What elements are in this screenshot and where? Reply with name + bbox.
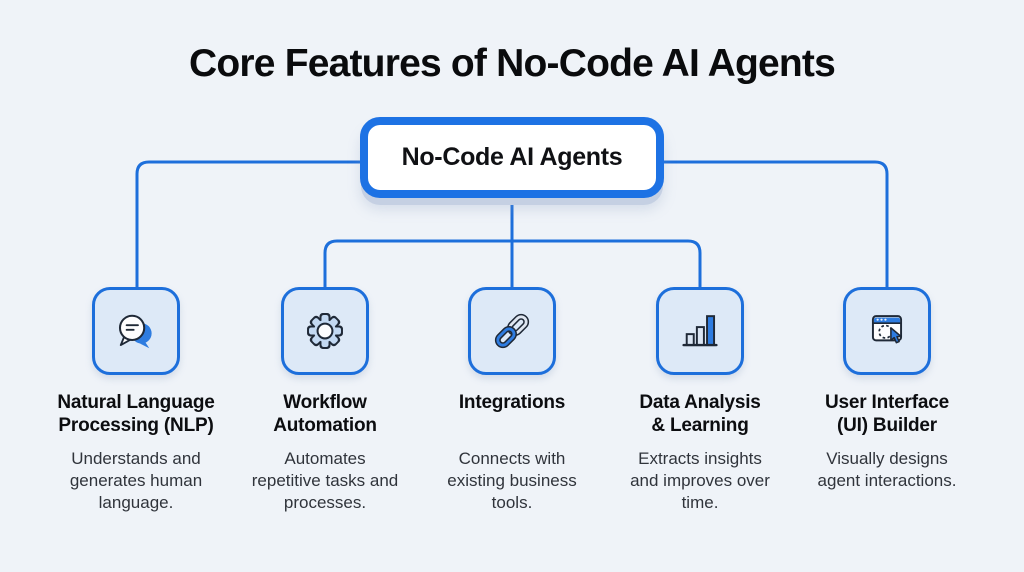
chain-link-icon bbox=[494, 313, 530, 349]
feature-integrations: Integrations Connects with existing busi… bbox=[417, 287, 607, 514]
feature-ui-builder: User Interface (UI) Builder Visually des… bbox=[792, 287, 982, 492]
feature-description: Understands and generates human language… bbox=[69, 449, 203, 513]
root-node: No-Code AI Agents bbox=[360, 117, 664, 198]
feature-heading: Natural Language Processing (NLP) bbox=[57, 392, 215, 436]
icon-box bbox=[92, 287, 180, 375]
connector-branch-left bbox=[323, 239, 514, 291]
feature-workflow-automation: Workflow Automation Automates repetitive… bbox=[230, 287, 420, 514]
feature-heading: User Interface (UI) Builder bbox=[825, 392, 949, 436]
icon-box bbox=[468, 287, 556, 375]
icon-box bbox=[843, 287, 931, 375]
connector-branch-right bbox=[510, 239, 702, 291]
bar-chart-icon bbox=[682, 315, 718, 347]
feature-data-analysis: Data Analysis & Learning Extracts insigh… bbox=[605, 287, 795, 514]
icon-box bbox=[281, 287, 369, 375]
root-node-label: No-Code AI Agents bbox=[401, 143, 623, 171]
feature-description: Extracts insights and improves over time… bbox=[630, 449, 770, 513]
speech-bubbles-icon bbox=[118, 314, 152, 349]
feature-heading: Data Analysis & Learning bbox=[639, 392, 761, 436]
icon-box bbox=[656, 287, 744, 375]
feature-description: Connects with existing business tools. bbox=[447, 449, 577, 513]
feature-heading: Workflow Automation bbox=[273, 392, 377, 436]
feature-nlp: Natural Language Processing (NLP) Unders… bbox=[41, 287, 231, 514]
feature-description: Automates repetitive tasks and processes… bbox=[251, 449, 399, 513]
feature-description: Visually designs agent interactions. bbox=[817, 449, 957, 491]
page-title: Core Features of No-Code AI Agents bbox=[189, 42, 836, 85]
connector-left bbox=[135, 160, 362, 291]
feature-heading: Integrations bbox=[458, 392, 566, 413]
gear-icon bbox=[307, 313, 343, 349]
browser-cursor-icon bbox=[871, 315, 903, 344]
connector-right bbox=[662, 160, 889, 291]
